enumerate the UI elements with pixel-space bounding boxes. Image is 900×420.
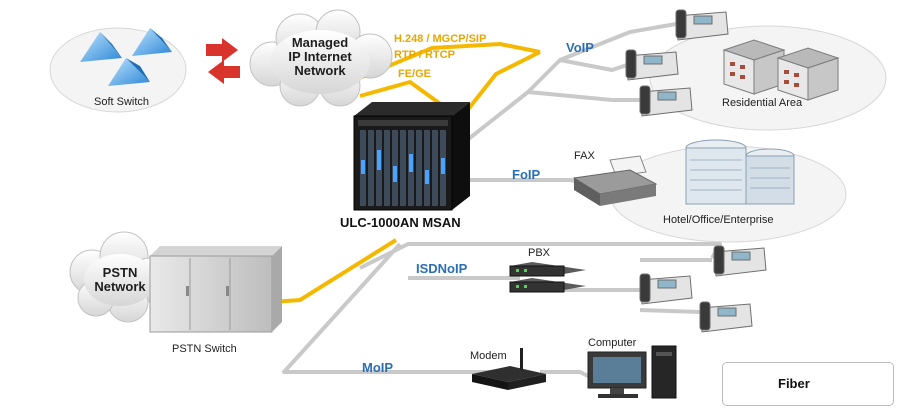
computer-device [587, 345, 677, 399]
phone-5 [639, 273, 693, 305]
managed-cloud-line-1: Managed [291, 35, 349, 50]
pstn-switch-label: PSTN Switch [172, 343, 237, 355]
msan-label: ULC-1000AN MSAN [340, 215, 461, 230]
msan-rack [353, 102, 470, 211]
soft-switch-label: Soft Switch [94, 96, 150, 108]
protocol-label-rtp: RTP / RTCP [394, 49, 455, 61]
phone-6 [699, 301, 753, 333]
residential-houses [722, 39, 840, 101]
modem-device [472, 348, 546, 390]
service-label-moip: MoIP [362, 360, 394, 375]
computer-label: Computer [588, 337, 637, 349]
service-label-voip: VoIP [566, 40, 594, 55]
pbx-units [509, 262, 586, 293]
ip-phones [625, 9, 767, 333]
phone-3 [639, 85, 693, 117]
managed-cloud-line-3: Network [294, 63, 346, 78]
service-label-foip: FoIP [512, 167, 541, 182]
pstn-cloud-label: PSTN Network [84, 266, 156, 294]
hotel-building [685, 139, 795, 205]
legend-fiber-label: Fiber [778, 376, 810, 391]
pstn-switch-cabinet [149, 246, 282, 333]
phone-2 [625, 49, 679, 81]
red-arrows [206, 38, 240, 84]
phone-4 [713, 245, 767, 277]
service-label-isdnoip: ISDNoIP [416, 261, 468, 276]
protocol-label-fege: FE/GE [398, 68, 432, 80]
modem-label: Modem [470, 350, 507, 362]
pbx-label: PBX [528, 247, 551, 259]
fax-machine [572, 155, 658, 206]
managed-ip-cloud-label: Managed IP Internet Network [280, 36, 360, 78]
phone-1 [675, 9, 729, 41]
managed-cloud-line-2: IP Internet [288, 49, 352, 64]
residential-area-label: Residential Area [722, 97, 803, 109]
pstn-cloud-line-2: Network [94, 279, 146, 294]
hotel-area-label: Hotel/Office/Enterprise [663, 214, 774, 226]
soft-switch-pyramids [80, 28, 172, 86]
pstn-cloud-line-1: PSTN [102, 265, 138, 280]
legend-box [722, 362, 894, 406]
fax-label: FAX [574, 150, 595, 162]
protocol-label-h248: H.248 / MGCP/SIP [394, 33, 487, 45]
